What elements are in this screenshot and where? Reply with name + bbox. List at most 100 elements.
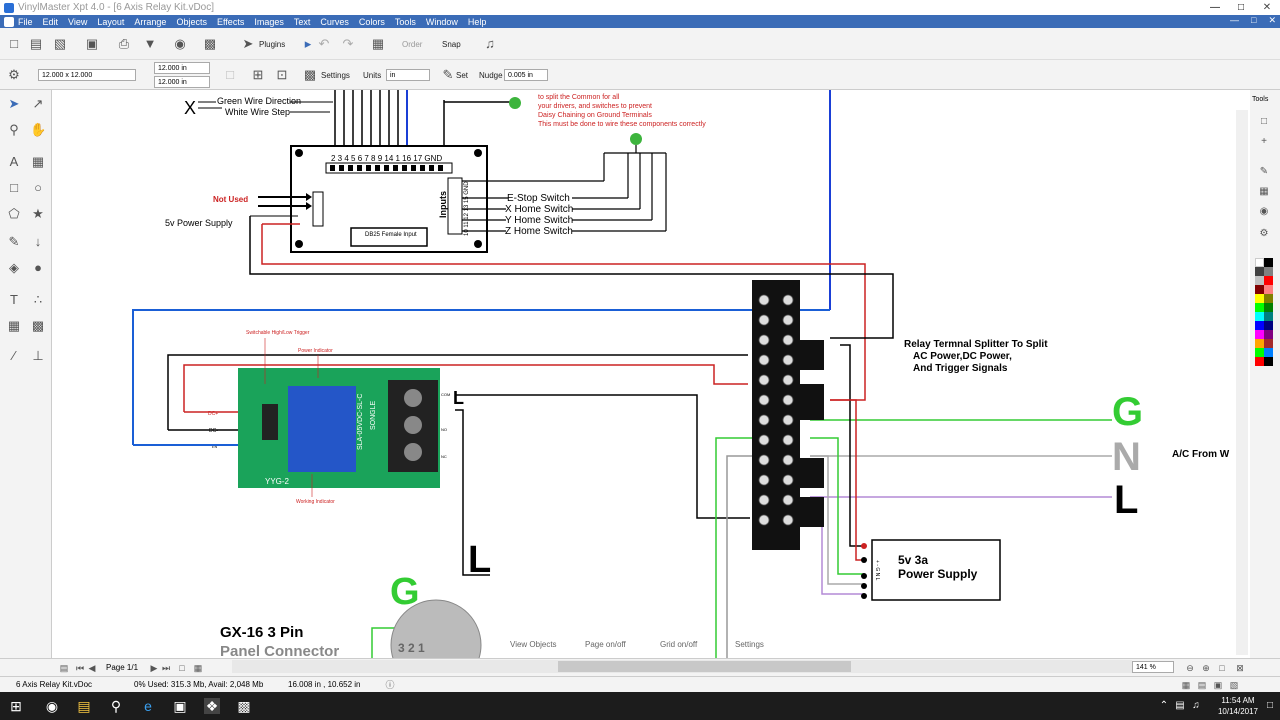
weld-tool-icon[interactable]: T <box>10 292 18 307</box>
swatch-purple[interactable] <box>1264 330 1273 339</box>
taskbar-clock[interactable]: 11:54 AM 10/14/2017 <box>1218 695 1258 717</box>
page-orientation-icon[interactable]: □ <box>226 67 234 82</box>
zoom-fit-icon[interactable]: □ <box>1219 663 1225 673</box>
edge-icon[interactable]: e <box>144 698 152 714</box>
search-icon[interactable]: ⚲ <box>110 698 122 714</box>
eyedropper-tool-icon[interactable]: ● <box>34 260 42 275</box>
nudge-field[interactable]: 0.005 in <box>504 69 548 81</box>
page-width-field[interactable]: 12.000 in <box>154 62 210 74</box>
rectangle-tool-icon[interactable]: □ <box>10 180 18 195</box>
plugins-button[interactable]: Plugins <box>259 40 286 49</box>
new-file-icon[interactable]: □ <box>10 36 18 51</box>
panel-tool-icon-4[interactable]: ▦ <box>1259 186 1269 197</box>
swatch-olive[interactable] <box>1264 294 1273 303</box>
minimize-button[interactable]: — <box>1210 2 1220 13</box>
menu-arrange[interactable]: Arrange <box>134 16 167 27</box>
view-mode-icon-3[interactable]: ▣ <box>1213 680 1223 690</box>
chrome-icon[interactable]: ◉ <box>45 698 59 714</box>
star-tool-icon[interactable]: ★ <box>32 206 44 221</box>
prev-page-icon[interactable]: ◀ <box>88 663 96 673</box>
add-page-icon[interactable]: ⊞ <box>252 67 264 82</box>
doc-close-icon[interactable]: ✕ <box>1268 15 1276 25</box>
select-tool-icon[interactable]: ➤ <box>8 96 20 111</box>
view-objects-button[interactable]: View Objects <box>510 640 557 649</box>
fit-page-icon[interactable]: ⊡ <box>276 67 288 82</box>
add-page-nav-icon[interactable]: □ <box>179 663 185 673</box>
swatch-black[interactable] <box>1264 258 1273 267</box>
panel-tool-icon-2[interactable]: + <box>1261 136 1267 147</box>
swatch-cyan[interactable] <box>1255 312 1264 321</box>
page-height-field[interactable]: 12.000 in <box>154 76 210 88</box>
last-page-icon[interactable]: ⏭ <box>161 663 171 673</box>
page-manager-icon[interactable]: ▤ <box>59 663 69 673</box>
open-file-icon[interactable]: ▤ <box>29 36 43 51</box>
menu-tools[interactable]: Tools <box>394 16 416 27</box>
swatch-black-2[interactable] <box>1264 357 1273 366</box>
settings-button[interactable]: Settings <box>321 71 350 80</box>
swatch-green[interactable] <box>1264 303 1273 312</box>
grid-toggle-button[interactable]: Grid on/off <box>660 640 698 649</box>
redo-icon[interactable]: ↷ <box>342 36 354 51</box>
first-page-icon[interactable]: ⏮ <box>75 663 85 673</box>
snap-button[interactable]: Snap <box>442 40 461 49</box>
output-icon[interactable]: ▩ <box>203 36 217 51</box>
swatch-magenta[interactable] <box>1255 330 1264 339</box>
order-button[interactable]: Order <box>402 40 423 49</box>
swatch-azure[interactable] <box>1264 348 1273 357</box>
swatch-lime[interactable] <box>1255 303 1264 312</box>
horizontal-scroll-thumb[interactable] <box>558 661 851 672</box>
file-explorer-icon[interactable]: ▤ <box>77 698 91 714</box>
swatch-maroon[interactable] <box>1255 285 1264 294</box>
tray-chevron-icon[interactable]: ⌃ <box>1159 700 1169 711</box>
swatch-teal[interactable] <box>1264 312 1273 321</box>
menu-window[interactable]: Window <box>425 16 458 27</box>
zoom-page-icon[interactable]: ⊠ <box>1236 663 1244 673</box>
menu-file[interactable]: File <box>18 16 33 27</box>
align-icon[interactable]: ▦ <box>371 36 385 51</box>
swatch-blue[interactable] <box>1255 321 1264 330</box>
knife-tool-icon[interactable]: ↓ <box>34 234 42 249</box>
settings-icon[interactable]: ▩ <box>303 67 317 82</box>
swatch-yellow[interactable] <box>1255 294 1264 303</box>
group-tool-icon[interactable]: ▩ <box>31 318 45 333</box>
panel-tool-icon-1[interactable]: □ <box>1260 116 1268 127</box>
doc-minimize-icon[interactable]: — <box>1230 15 1240 25</box>
panel-tool-icon-5[interactable]: ◉ <box>1259 206 1269 217</box>
swatch-pink[interactable] <box>1264 285 1273 294</box>
swatch-red-2[interactable] <box>1255 357 1264 366</box>
undo-icon[interactable]: ↶ <box>318 36 330 51</box>
menu-edit[interactable]: Edit <box>42 16 59 27</box>
fill-tool-icon[interactable]: ◈ <box>9 260 19 275</box>
delete-page-icon[interactable]: ▦ <box>193 663 203 673</box>
view-mode-icon-4[interactable]: ▧ <box>1229 680 1239 690</box>
page-toggle-button[interactable]: Page on/off <box>585 640 626 649</box>
drawing-canvas[interactable]: X Green Wire Direction White Wire Step t… <box>52 90 1250 658</box>
view-mode-icon-2[interactable]: ▤ <box>1197 680 1207 690</box>
menu-objects[interactable]: Objects <box>176 16 207 27</box>
text-frame-tool-icon[interactable]: ▦ <box>31 154 45 169</box>
panel-tool-icon-6[interactable]: ⚙ <box>1259 228 1269 239</box>
text-tool-icon[interactable]: A <box>9 154 19 169</box>
start-icon[interactable]: ⊞ <box>10 698 22 714</box>
screen-recorder-icon[interactable]: ▩ <box>237 698 251 714</box>
import-icon[interactable]: ▧ <box>53 36 67 51</box>
close-button[interactable]: ✕ <box>1254 0 1280 15</box>
zoom-in-icon[interactable]: ⊕ <box>1202 663 1210 673</box>
pen-tool-icon[interactable]: ✎ <box>8 234 20 249</box>
vertical-scrollbar[interactable] <box>1236 110 1248 655</box>
page-size-select[interactable]: 12.000 x 12.000 <box>38 69 136 81</box>
menu-text[interactable]: Text <box>293 16 311 27</box>
swatch-orange[interactable] <box>1255 339 1264 348</box>
plugins-icon[interactable]: ➤ <box>242 36 254 51</box>
pan-tool-icon[interactable]: ✋ <box>30 122 47 137</box>
ellipse-tool-icon[interactable]: ○ <box>34 180 42 195</box>
swatch-navy[interactable] <box>1264 321 1273 330</box>
set-units-icon[interactable]: ✎ <box>442 67 454 82</box>
print-icon[interactable]: ⎙ <box>118 36 130 51</box>
menu-images[interactable]: Images <box>254 16 284 27</box>
info-icon[interactable]: ⓘ <box>385 680 395 690</box>
notifications-icon[interactable]: □ <box>1266 700 1274 711</box>
menu-help[interactable]: Help <box>467 16 487 27</box>
play-icon[interactable]: ▸ <box>304 36 312 51</box>
volume-icon[interactable]: ♫ <box>1192 700 1200 711</box>
